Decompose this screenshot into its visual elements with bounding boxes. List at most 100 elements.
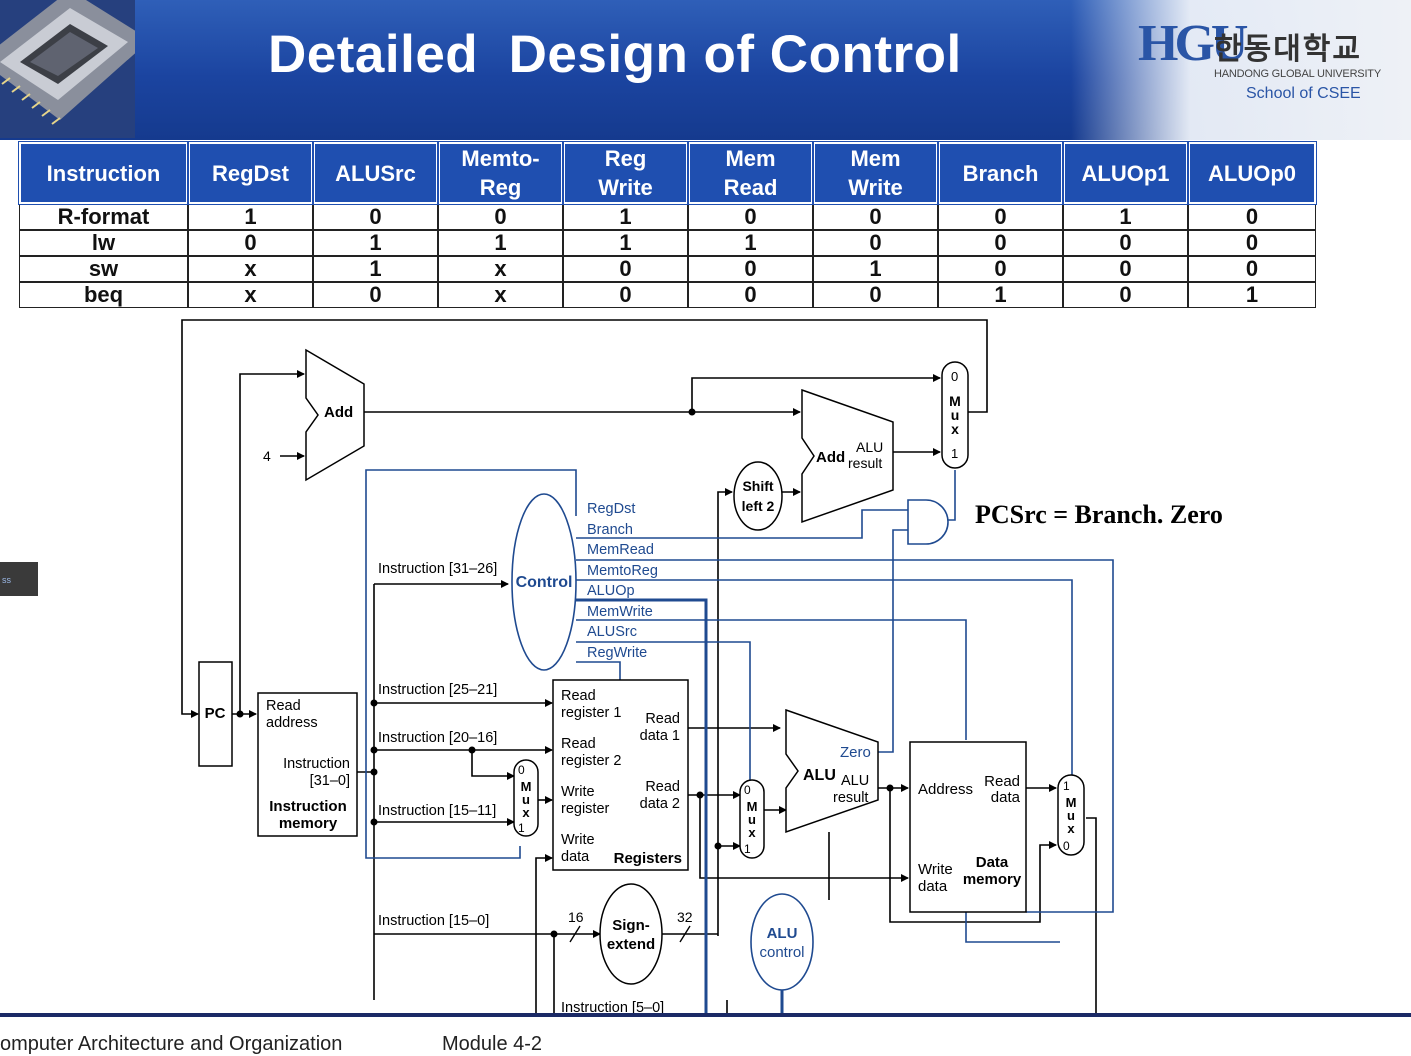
sign-extend-line2: extend [607,936,655,953]
signal-value-cell: 0 [1063,282,1188,308]
signal-value-cell: 0 [313,282,438,308]
instruction-field-labels: Instruction [31–26] Instruction [25–21] … [378,561,664,1016]
column-header-line: Mem [725,146,776,171]
pcsrc-equation: PCSrc = Branch. Zero [975,500,1223,529]
dmem-title-line2: memory [963,871,1022,888]
signal-value-cell: 0 [688,204,813,230]
side-tab-label: ss [2,575,11,585]
branch-adder: Add ALU result [801,388,894,524]
university-emblem: HGU [1138,15,1248,72]
signal-value-cell: x [438,256,563,282]
pc-source-mux: 0 M u x 1 [941,361,969,469]
signal-value-cell: 1 [563,204,688,230]
signal-value-cell: 1 [688,230,813,256]
reg-wr-line2: register [561,801,610,817]
signal-value-cell: 0 [1188,256,1316,282]
column-header-line: Mem [850,146,901,171]
signal-value-cell: x [188,256,313,282]
shift-label-line1: Shift [742,478,773,494]
alusrc-mux-x: x [748,825,756,840]
alu-control-unit: ALU control [750,893,814,991]
instruction-memory: Read address Instruction [31–0] Instruct… [257,692,358,837]
pc-adder-label: Add [324,404,353,421]
alusrc-mux-0: 0 [744,783,751,797]
column-header: Memto-Reg [437,141,564,205]
slide-title: Detailed Design of Control [268,25,962,84]
reg-rd2-line2: data 2 [640,796,680,812]
signal-value-cell: 0 [813,230,938,256]
alu-result-line2: result [833,790,868,806]
imem-read-address-line2: address [266,715,318,731]
instruction-cell: beq [19,282,188,308]
imem-instruction-line2: [31–0] [310,773,350,789]
alu-control-line1: ALU [767,925,798,942]
banner-fade [1071,0,1411,140]
signal-value-cell: 0 [1063,256,1188,282]
memtoreg-mux-x: x [1067,821,1075,836]
datapath-wires [181,319,1097,1041]
signal-value-cell: 1 [563,230,688,256]
signal-alusrc: ALUSrc [587,624,637,640]
field-20-16: Instruction [20–16] [378,730,497,746]
branch-adder-result-line2: result [848,455,882,471]
alu-zero: Zero [840,744,871,761]
dmem-read-line1: Read [984,773,1020,790]
signal-memtoreg: MemtoReg [587,563,658,579]
alusrc-mux-u: u [748,812,756,827]
imem-title-line1: Instruction [269,798,347,815]
side-tab[interactable]: ss [0,562,38,596]
mux-letter-m: M [949,393,961,409]
signal-regwrite: RegWrite [587,645,647,661]
column-header: ALUOp0 [1187,141,1317,205]
column-header-line: Write [848,175,903,200]
signal-value-cell: 1 [1188,282,1316,308]
signal-value-cell: 0 [188,230,313,256]
signal-value-cell: 1 [813,256,938,282]
signal-regdst: RegDst [587,501,635,517]
slide-footer: omputer Architecture and Organization Mo… [0,1013,1411,1055]
column-header-line: Reg [604,146,647,171]
column-header-line: Instruction [46,160,161,186]
signal-value-cell: 0 [563,256,688,282]
regdst-mux-0: 0 [518,763,525,777]
signal-value-cell: 1 [1063,204,1188,230]
shift-label-line2: left 2 [742,498,775,514]
regdst-mux: 0 M u x 1 [513,759,539,837]
signal-value-cell: 0 [563,282,688,308]
column-header: Branch [937,141,1064,205]
signal-value-cell: 1 [313,230,438,256]
control-signal-labels: RegDst Branch MemRead MemtoReg ALUOp Mem… [587,501,658,661]
signal-value-cell: x [188,282,313,308]
column-header-line: Memto- [461,146,540,171]
mux-input-1: 1 [951,446,958,461]
shift-left-2: Shift left 2 [733,461,783,531]
memtoreg-mux-m: M [1066,795,1077,810]
reg-rd2-line1: Read [645,779,680,795]
alusrc-mux: 0 M u x 1 [739,779,765,859]
column-header: ALUOp1 [1062,141,1189,205]
pc-adder: Add [305,348,365,482]
signal-value-cell: 1 [313,256,438,282]
signal-value-cell: 0 [1063,230,1188,256]
dmem-address: Address [918,781,973,798]
alu-result-line1: ALU [841,773,869,789]
mux-letter-x: x [951,421,959,437]
reg-rr1-line2: register 1 [561,705,621,721]
column-header-line: RegDst [211,160,289,186]
signal-value-cell: 0 [938,230,1063,256]
signal-value-cell: 1 [188,204,313,230]
alu-control-line2: control [759,944,804,961]
bits-32: 32 [677,909,693,925]
logo-department: School of CSEE [1246,85,1361,102]
university-logo: HGU 한동대학교 HANDONG GLOBAL UNIVERSITY Scho… [1138,12,1398,112]
imem-instruction-line1: Instruction [283,756,350,772]
regdst-mux-1: 1 [518,821,525,835]
signal-value-cell: 0 [688,256,813,282]
reg-title: Registers [614,850,682,867]
column-header-line: ALUOp0 [1208,160,1296,186]
register-file: Read register 1 Read register 2 Write re… [552,679,689,871]
